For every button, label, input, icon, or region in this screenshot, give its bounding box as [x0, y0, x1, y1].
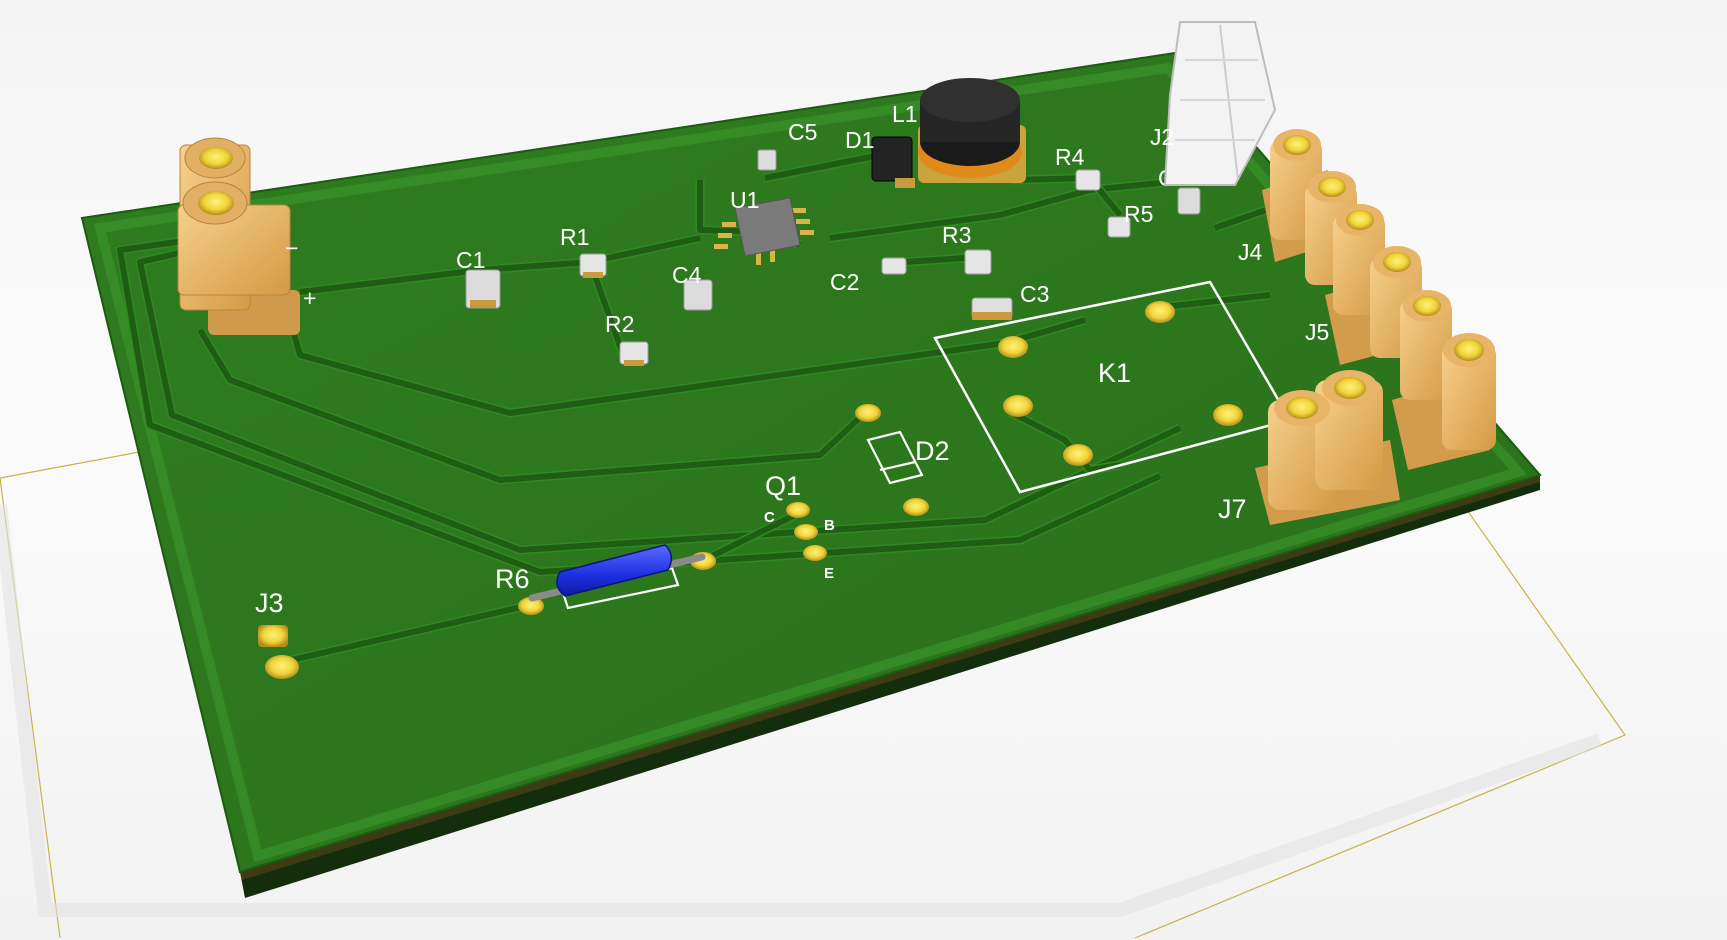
resistor-r4: R4: [1055, 144, 1101, 191]
label-l1: L1: [892, 101, 918, 127]
label-q1-b: B: [824, 517, 835, 534]
resistor-r6: R6: [495, 544, 706, 610]
board-top: [80, 51, 1542, 874]
copper-traces: [115, 140, 1282, 670]
capacitor-c4: C4: [672, 262, 713, 311]
label-q1-c: C: [764, 509, 775, 526]
connector-j6: [1392, 290, 1496, 470]
diode-d2: D2: [866, 430, 950, 485]
label-minus: −: [285, 235, 298, 261]
connector-j4: J4: [1238, 129, 1357, 285]
label-r2: R2: [605, 311, 634, 337]
label-r6: R6: [495, 564, 530, 594]
label-c3: C3: [1020, 281, 1049, 307]
resistor-r5: R5: [1107, 201, 1153, 238]
label-j2: J2: [1150, 124, 1174, 150]
pad: [794, 524, 818, 540]
resistor-r3: R3: [942, 222, 992, 275]
capacitor-c5: C5: [757, 119, 817, 171]
label-d2: D2: [915, 436, 950, 466]
resistor-body: [556, 544, 673, 597]
workspace-outline: [0, 449, 1626, 939]
through-hole-pads: [258, 301, 1243, 679]
pad: [786, 502, 810, 518]
pad: [1063, 444, 1093, 466]
power-connector-left: − +: [177, 137, 316, 335]
pad: [265, 655, 299, 679]
pad: [1003, 395, 1033, 417]
capacitor-c3: C3: [971, 281, 1049, 320]
pad: [518, 597, 544, 615]
smd-components: C1 R1 R2 C4: [456, 78, 1201, 366]
label-j4: J4: [1238, 239, 1263, 265]
label-d1: D1: [845, 127, 874, 153]
pad: [903, 498, 929, 516]
label-c2: C2: [830, 269, 859, 295]
pcb-board: [80, 51, 1542, 898]
label-r5: R5: [1124, 201, 1153, 227]
label-r4: R4: [1055, 144, 1085, 170]
label-c4: C4: [672, 262, 702, 288]
label-j7: J7: [1218, 494, 1247, 524]
label-u1: U1: [730, 187, 759, 213]
label-r1: R1: [560, 224, 589, 250]
label-j5: J5: [1305, 319, 1329, 345]
label-k1: K1: [1098, 358, 1131, 388]
pad-square: [258, 625, 288, 647]
label-c1: C1: [456, 247, 485, 273]
transistor-q1: Q1 C B E: [764, 471, 835, 582]
connector-j7: J7: [1218, 370, 1400, 525]
label-plus: +: [303, 285, 316, 311]
label-c5: C5: [788, 119, 817, 145]
pad: [1145, 301, 1175, 323]
resistor-r2: R2: [605, 311, 649, 366]
label-j3: J3: [255, 588, 284, 618]
pad: [1213, 404, 1243, 426]
ic-u1: U1: [714, 187, 814, 265]
label-r3: R3: [942, 222, 971, 248]
capacitor-c1: C1: [456, 247, 501, 309]
diode-d1: D1: [845, 127, 915, 188]
resistor-r1: R1: [560, 224, 607, 278]
pad: [803, 545, 827, 561]
connector-j2: J2: [1150, 21, 1277, 186]
pad: [998, 336, 1028, 358]
capacitor-c2: C2: [830, 257, 907, 295]
pad: [855, 404, 881, 422]
inductor-l1: L1: [892, 78, 1026, 183]
label-q1: Q1: [765, 471, 801, 501]
label-q1-e: E: [824, 565, 834, 582]
